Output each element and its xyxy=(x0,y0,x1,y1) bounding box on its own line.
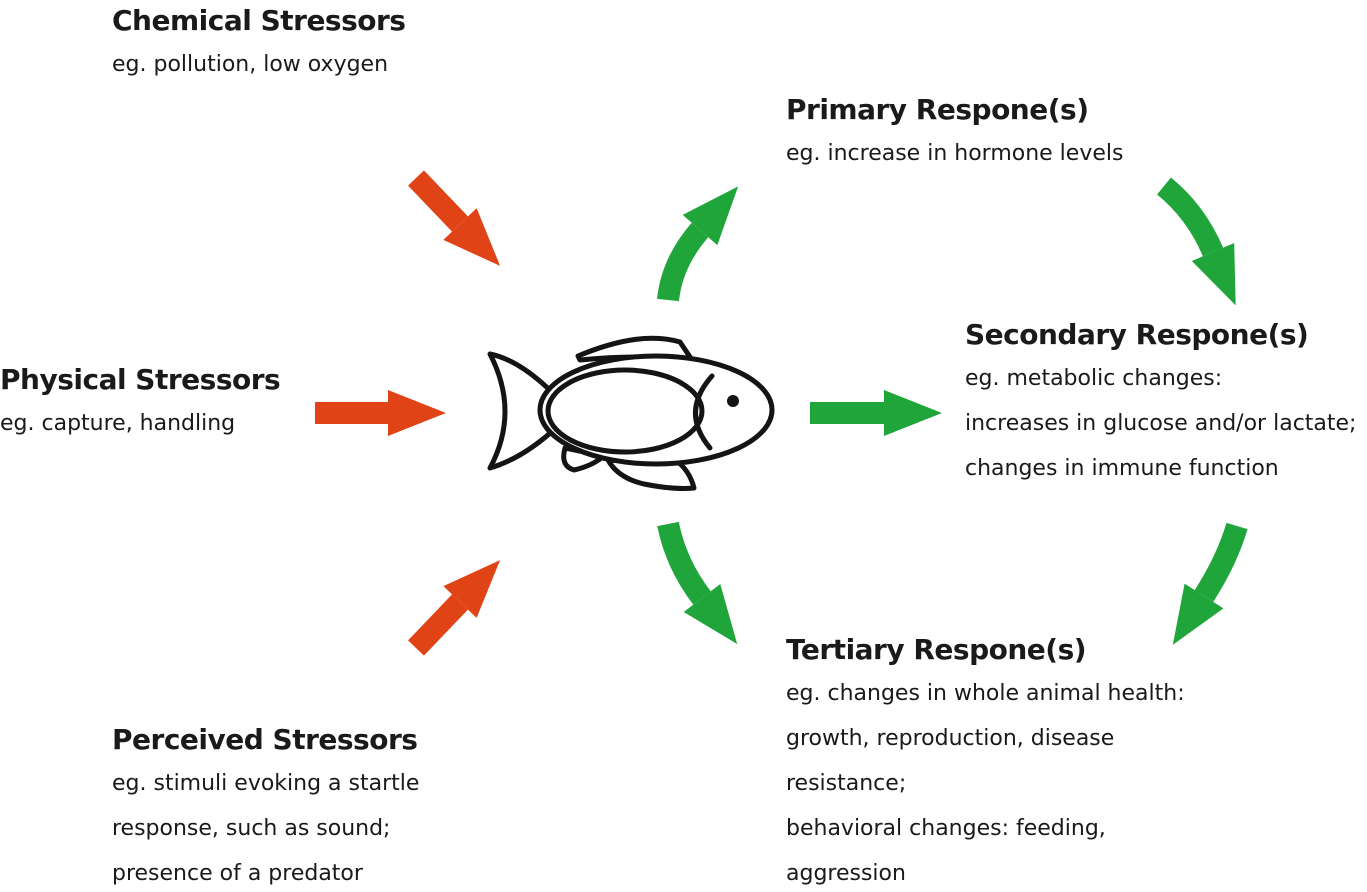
fish-anal-fin xyxy=(605,457,697,491)
stressor-arrows xyxy=(315,170,501,656)
fish-eye xyxy=(727,395,739,407)
perceived-stressors-line-1: eg. stimuli evoking a startle xyxy=(112,771,420,796)
secondary-response-block: Secondary Respone(s) eg. metabolic chang… xyxy=(965,318,1356,491)
fish-tail xyxy=(487,351,561,471)
physical-stressors-title: Physical Stressors xyxy=(0,363,281,396)
response-arrows xyxy=(657,177,1248,645)
tertiary-response-block: Tertiary Respone(s) eg. changes in whole… xyxy=(786,633,1185,892)
primary-response-block: Primary Respone(s) eg. increase in hormo… xyxy=(786,93,1123,176)
primary-response-title: Primary Respone(s) xyxy=(786,93,1089,126)
primary-response-example: eg. increase in hormone levels xyxy=(786,141,1124,166)
chemical-stressors-block: Chemical Stressors eg. pollution, low ox… xyxy=(112,4,406,87)
secondary-response-title: Secondary Respone(s) xyxy=(965,318,1309,351)
chemical-stressor-arrow-icon xyxy=(408,170,501,266)
fish-gill-line xyxy=(693,373,715,451)
secondary-response-line-3: changes in immune function xyxy=(965,456,1279,481)
secondary-to-tertiary-curved-arrow-icon xyxy=(1172,522,1248,645)
perceived-stressors-line-3: presence of a predator xyxy=(112,861,363,886)
tertiary-response-line-5: aggression xyxy=(786,861,906,886)
tertiary-response-line-1: eg. changes in whole animal health: xyxy=(786,681,1185,706)
perceived-stressors-title: Perceived Stressors xyxy=(112,723,418,756)
primary-to-secondary-curved-arrow-icon xyxy=(1156,177,1236,306)
physical-stressors-block: Physical Stressors eg. capture, handling xyxy=(0,363,281,446)
perceived-stressors-block: Perceived Stressors eg. stimuli evoking … xyxy=(112,723,419,892)
tertiary-response-line-2: growth, reproduction, disease xyxy=(786,726,1115,751)
fish-icon xyxy=(487,335,775,491)
tertiary-response-line-4: behavioral changes: feeding, xyxy=(786,816,1106,841)
chemical-stressors-example: eg. pollution, low oxygen xyxy=(112,52,389,77)
fish-to-tertiary-curved-arrow-icon xyxy=(657,521,738,645)
tertiary-response-line-3: resistance; xyxy=(786,771,907,796)
perceived-stressor-arrow-icon xyxy=(408,560,501,656)
fish-to-primary-curved-arrow-icon xyxy=(657,186,739,302)
secondary-response-line-2: increases in glucose and/or lactate; xyxy=(965,411,1357,436)
secondary-response-line-1: eg. metabolic changes: xyxy=(965,366,1223,391)
fish-inner-body xyxy=(545,367,705,455)
physical-stressors-example: eg. capture, handling xyxy=(0,411,236,436)
perceived-stressors-line-2: response, such as sound; xyxy=(112,816,391,841)
tertiary-response-title: Tertiary Respone(s) xyxy=(786,633,1087,666)
chemical-stressors-title: Chemical Stressors xyxy=(112,4,406,37)
